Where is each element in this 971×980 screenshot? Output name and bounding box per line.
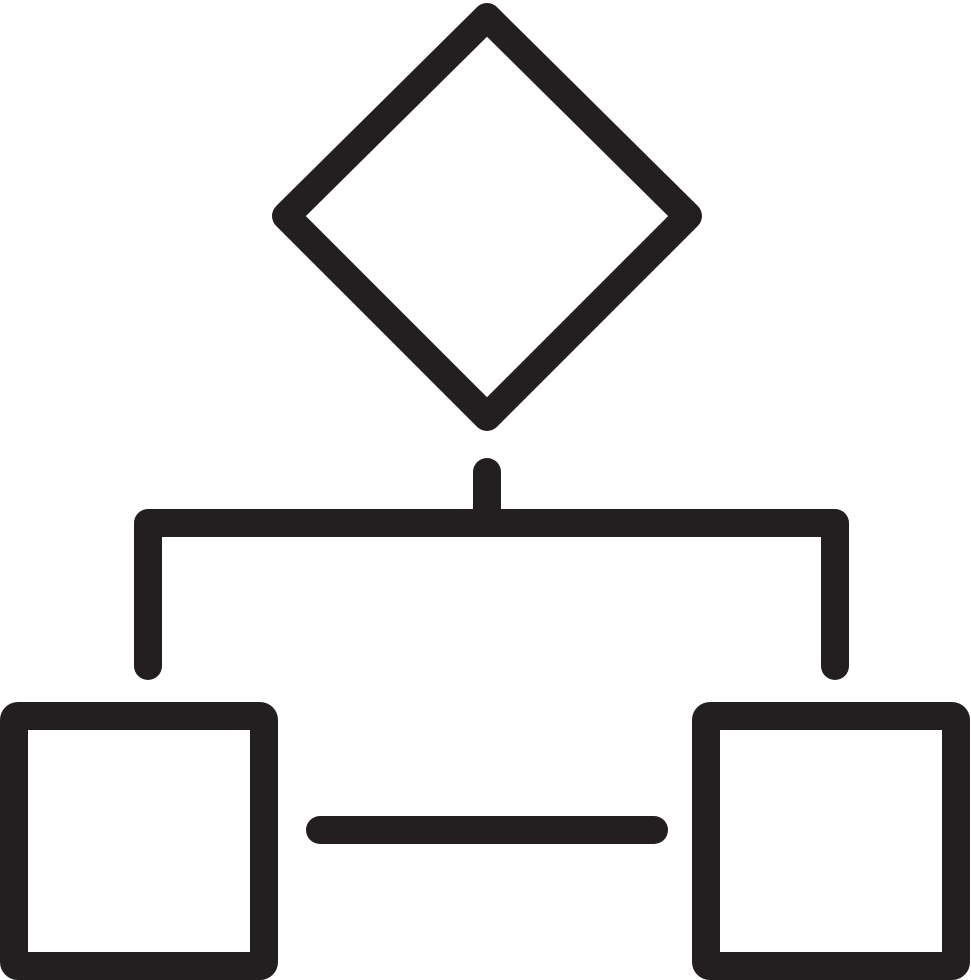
right-process-square [692,702,970,980]
left-process-square [0,702,278,980]
decision-diamond [272,3,702,431]
branch-connector-line [134,509,849,680]
